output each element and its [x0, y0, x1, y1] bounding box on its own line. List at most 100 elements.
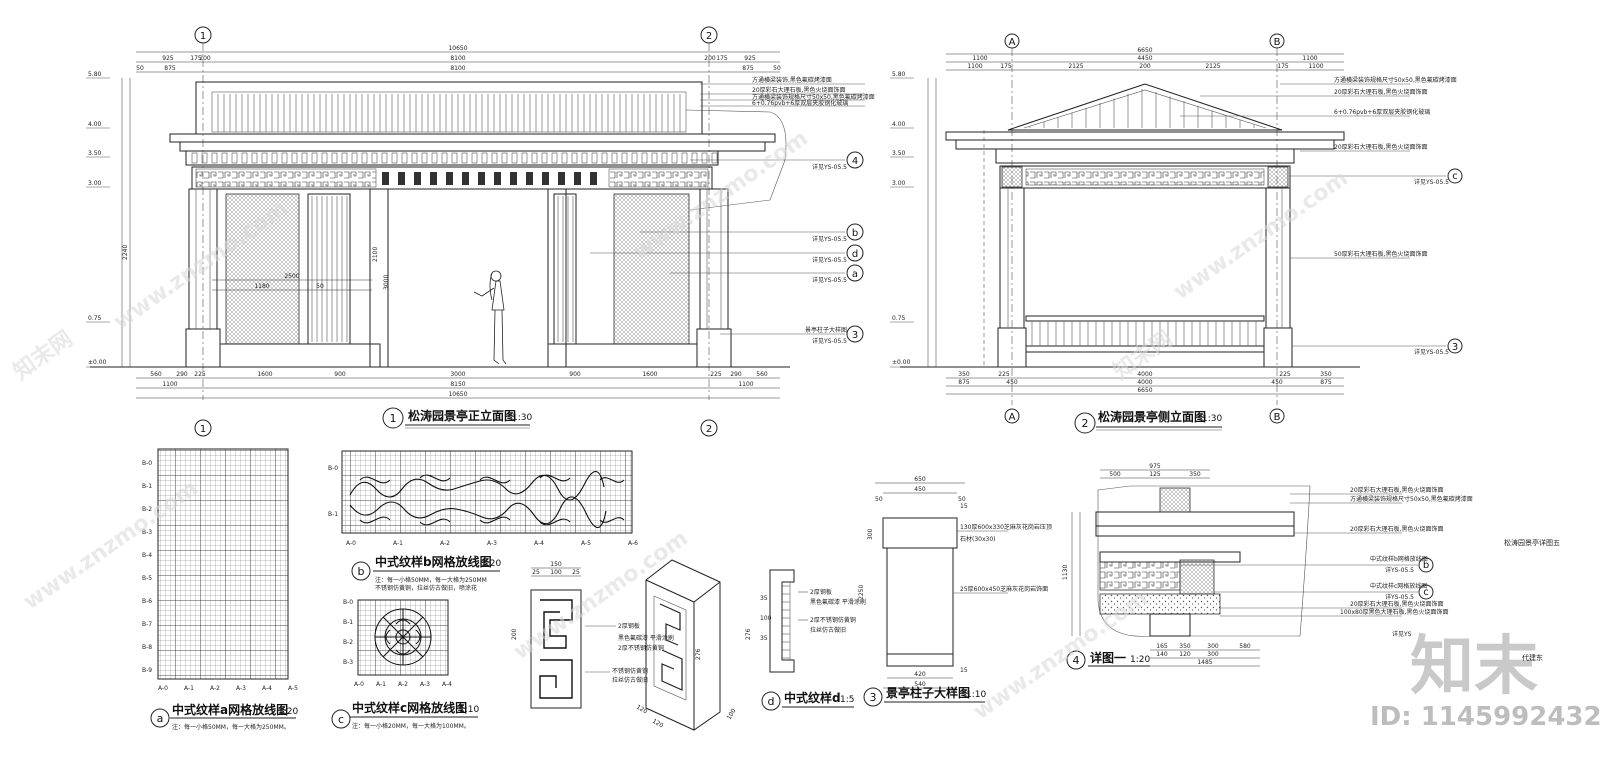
- pattern-d-iso: 276 120 120 100: [635, 559, 738, 731]
- brand-watermark: 知末 代建东 ID: 1145992432: [1370, 630, 1600, 732]
- level-marks: 5.80 4.00 3.50 3.00 0.75 ±0.00: [86, 71, 131, 368]
- dim-text: 120: [1179, 651, 1191, 658]
- bracket: [551, 152, 558, 164]
- bracket: [701, 152, 708, 164]
- col-label: A-5: [581, 540, 591, 547]
- level-text: 3.50: [88, 150, 102, 157]
- axis-label: 2: [706, 424, 712, 435]
- bracket-band: [185, 150, 719, 166]
- dim-text: 900: [569, 371, 581, 378]
- dim-text: 1100: [1302, 55, 1317, 62]
- level-text: 3.00: [892, 180, 906, 187]
- bracket: [441, 152, 448, 164]
- dim-text: 1100: [1308, 63, 1323, 70]
- drawing-mark: a: [157, 712, 164, 725]
- dim-text: 276: [745, 628, 752, 640]
- material-note: 拉丝仿古做旧: [612, 676, 648, 684]
- column-detail: 650 450 50 50 420 540 300 2250 15 15 130…: [858, 476, 1052, 707]
- row-label: B-8: [142, 644, 152, 651]
- drawing-scale: 1:20: [278, 707, 298, 717]
- drawing-number: 1: [390, 412, 397, 425]
- level-text: 5.80: [88, 71, 102, 78]
- bracket: [561, 152, 568, 164]
- material-note: 详YS-05.5: [1385, 566, 1414, 574]
- dim-text: 290: [176, 371, 188, 378]
- dim-text: 875: [742, 65, 754, 72]
- material-note: 方通横梁装饰规格尺寸50x50,黑色氟碳烤漆面: [1350, 495, 1473, 503]
- gable-roof: [1007, 83, 1283, 131]
- callout-text: 详见YS-05.5: [1414, 178, 1449, 186]
- material-note: 方通横梁装饰规格尺寸50x50,黑色氟碳烤漆面: [752, 93, 875, 101]
- drawing-mark: 3: [870, 691, 877, 704]
- pattern-d-section: 35 100 35 276 2厚钢板 黑色氟碳漆 平滑涂刷 2厚不锈钢仿黄铜 拉…: [745, 569, 866, 673]
- bracket: [391, 152, 398, 164]
- pattern-panel-left: [225, 193, 300, 345]
- dim-text: 875: [958, 379, 970, 386]
- side-notes: 方通横梁装饰规格尺寸50x50,黑色氟碳烤漆面 20厚彩石大理石板,黑色火烧面饰…: [1180, 76, 1463, 356]
- dim-text: 925: [162, 55, 174, 62]
- dim-text: 125: [1149, 471, 1161, 478]
- dim-text: 1100: [972, 55, 987, 62]
- dim-text: 50: [773, 65, 781, 72]
- axis-marker-2-top: 2: [700, 26, 718, 400]
- drawing-mark: d: [768, 695, 775, 708]
- frieze-block: [382, 172, 389, 185]
- dim-text: 100: [550, 569, 562, 576]
- bracket: [471, 152, 478, 164]
- row-label: B-3: [142, 529, 152, 536]
- callout-mark: d: [852, 249, 858, 260]
- bracket: [641, 152, 648, 164]
- material-note: 6+0.76pvb+6厚双层夹胶钢化玻璃: [1334, 108, 1430, 116]
- roof-screen: [195, 81, 703, 135]
- detail-one-title: 4 详图一 1:20: [1066, 650, 1150, 670]
- dim-text: 3000: [450, 371, 465, 378]
- row-label: B-1: [343, 619, 353, 626]
- dim-text: 50: [958, 496, 966, 503]
- bracket: [241, 152, 248, 164]
- detail-slab-2: [1095, 525, 1295, 537]
- dim-text: 540: [914, 681, 926, 688]
- watermark-tile: www.znzmo.com: [1169, 166, 1353, 305]
- dim-text: 200: [511, 628, 518, 640]
- bracket: [581, 152, 588, 164]
- bracket: [571, 152, 578, 164]
- bracket: [311, 152, 318, 164]
- col-label: A-4: [442, 681, 452, 688]
- axis-marker-1-bottom: 1: [194, 419, 212, 437]
- dim-text: 175: [190, 55, 202, 62]
- bottom-dimension-chain: 560 290 225 1600 900 3000 900 1600 225 2…: [136, 371, 780, 399]
- row-label: B-0: [343, 599, 353, 606]
- frieze-pattern-left: [195, 168, 377, 188]
- bracket: [371, 152, 378, 164]
- level-text: 5.80: [892, 71, 906, 78]
- plinth-right: [547, 343, 698, 368]
- drawing-title: 详图一: [1090, 650, 1126, 665]
- detail-post: [1159, 487, 1191, 513]
- material-note: 中式纹样b网格放线图: [1370, 555, 1428, 563]
- material-note: 方通横梁装饰,黑色氟碳烤漆面: [752, 76, 832, 84]
- dim-text: 6650: [1137, 47, 1152, 54]
- material-note: 2厚不锈钢仿黄铜: [618, 644, 664, 652]
- frieze-block: [430, 172, 437, 185]
- bracket: [211, 152, 218, 164]
- drawing-title: 松涛园景亭正立面图: [408, 408, 516, 423]
- drawing-note: 注：每一小格20MM，每一大格为100MM。: [352, 722, 470, 730]
- drawing-note: 注：每一小格50MM，每一大格为250MM。: [172, 723, 290, 731]
- bracket: [651, 152, 658, 164]
- col-label: A-1: [376, 681, 386, 688]
- side-bottom-dims: 350 225 4000 225 350 875 450 4000 450 87…: [946, 371, 1344, 395]
- level-text: ±0.00: [892, 359, 911, 366]
- col-label: A-1: [184, 685, 194, 692]
- bracket: [261, 152, 268, 164]
- detail-pattern-c: [1179, 559, 1215, 595]
- material-note: 20厚彩石大理石板,黑色火烧面饰面: [1334, 143, 1428, 151]
- author-text: 代建东: [1522, 653, 1543, 662]
- drawing-mark: 4: [1073, 654, 1080, 667]
- column-shaft: [886, 547, 954, 655]
- col-label: A-4: [262, 685, 272, 692]
- side-frieze: [999, 165, 1291, 189]
- callout-text: 详见YS-05.5: [812, 235, 847, 243]
- drawing-scale: 1:20: [1130, 655, 1150, 665]
